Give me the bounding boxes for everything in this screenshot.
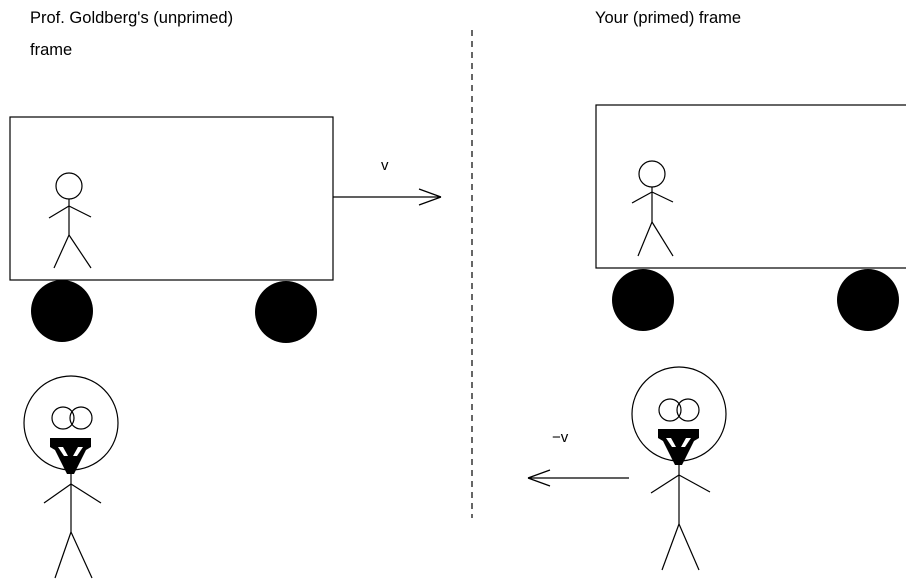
- left-frame-label-line1: Prof. Goldberg's (unprimed): [30, 9, 233, 27]
- left-observer-leg-left: [54, 531, 72, 579]
- right-frame-label: Your (primed) frame: [595, 9, 741, 27]
- left-train-car: [9, 116, 334, 343]
- right-observer-leg-right: [678, 523, 700, 571]
- left-car-rear-wheel: [255, 281, 317, 343]
- left-car-body: [9, 116, 334, 281]
- right-observer-eye-left: [658, 398, 682, 422]
- right-passenger-figure: [631, 160, 674, 257]
- right-observer-leg-left: [661, 523, 680, 571]
- right-passenger-arm-left: [631, 191, 653, 204]
- velocity-arrow-right: [333, 188, 442, 206]
- left-frame-label-line2: frame: [30, 41, 72, 59]
- right-train-car: [595, 104, 906, 331]
- velocity-arrow-left-head-bottom: [527, 477, 551, 487]
- velocity-label-right: v: [381, 157, 389, 174]
- right-observer-beard: [658, 429, 699, 465]
- left-observer-eye-left: [51, 406, 75, 430]
- velocity-arrow-right-head-top: [418, 188, 442, 198]
- velocity-arrow-right-head-bottom: [418, 196, 442, 206]
- right-passenger-arm-right: [651, 191, 674, 203]
- right-observer-beard-gap-right: [681, 438, 691, 447]
- right-passenger-leg-left: [637, 221, 653, 257]
- left-observer-arm-left: [43, 483, 72, 504]
- right-car-rear-wheel: [837, 269, 899, 331]
- left-observer-beard: [50, 438, 91, 474]
- left-observer-eye-right: [69, 406, 93, 430]
- left-observer-leg-right: [70, 531, 93, 579]
- left-observer-beard-gap-right: [73, 447, 83, 456]
- left-passenger-arm-right: [68, 205, 92, 218]
- right-observer-arm-left: [650, 474, 680, 494]
- left-observer-beard-gap-left: [58, 447, 68, 456]
- left-passenger-leg-left: [53, 234, 70, 269]
- velocity-arrow-left: [527, 469, 629, 487]
- right-passenger-leg-right: [651, 221, 674, 257]
- right-car-front-wheel: [612, 269, 674, 331]
- right-observer-beard-gap-left: [666, 438, 676, 447]
- velocity-arrow-left-head-top: [527, 469, 551, 479]
- left-passenger-leg-right: [68, 234, 92, 269]
- right-observer-figure: [631, 366, 727, 571]
- right-observer-eye-right: [676, 398, 700, 422]
- left-passenger-figure: [48, 172, 92, 269]
- left-car-front-wheel: [31, 280, 93, 342]
- left-passenger-arm-left: [48, 205, 70, 219]
- right-observer-arm-right: [678, 474, 711, 493]
- left-observer-figure: [23, 375, 119, 579]
- left-observer-arm-right: [70, 483, 102, 504]
- velocity-label-left: −v: [552, 429, 569, 446]
